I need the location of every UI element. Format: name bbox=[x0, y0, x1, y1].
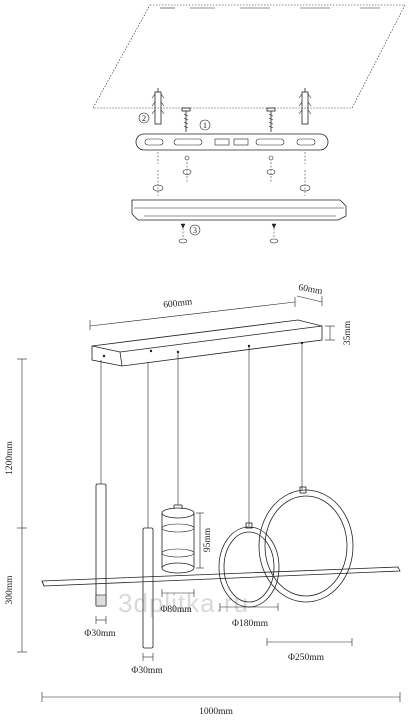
cylinder-diameter-label: Φ80mm bbox=[160, 605, 192, 615]
dim-large-ring-diameter: Φ250mm bbox=[266, 638, 353, 663]
dim-cylinder-height: 95mm bbox=[196, 512, 213, 569]
lamp-canopy bbox=[91, 319, 323, 367]
dim-rod-diameter-left: Φ30mm bbox=[84, 616, 116, 639]
large-ring-diameter-label: Φ250mm bbox=[288, 653, 325, 663]
canopy-length-label: 600mm bbox=[163, 297, 194, 310]
dim-drop-height: 300mm bbox=[5, 575, 15, 605]
dim-total-height: 1200mm bbox=[5, 358, 27, 653]
dim-canopy-height: 35mm bbox=[325, 320, 353, 345]
bracket-hole-markers bbox=[152, 152, 311, 196]
dim-total-width: 1000mm bbox=[41, 692, 401, 717]
mounting-section: 2 1 bbox=[92, 4, 406, 244]
rod-diameter-middle-label: Φ30mm bbox=[131, 666, 163, 676]
dim-canopy-length: 600mm bbox=[89, 297, 296, 330]
wall-plug-right bbox=[298, 88, 312, 125]
ceiling-plane bbox=[92, 4, 406, 109]
large-ring bbox=[258, 486, 354, 603]
canopy-width-label: 60mm bbox=[298, 283, 324, 297]
callout-1: 1 bbox=[199, 119, 211, 131]
canopy-screws bbox=[178, 223, 279, 244]
dim-cylinder-diameter: Φ80mm bbox=[160, 589, 195, 615]
horizontal-light-bar bbox=[41, 566, 401, 587]
callout-3-label: 3 bbox=[193, 226, 197, 235]
vertical-rod-left bbox=[95, 483, 107, 607]
canopy-height-label: 35mm bbox=[343, 320, 353, 345]
vertical-rod-middle bbox=[142, 527, 154, 649]
total-height-label: 1200mm bbox=[5, 441, 15, 475]
dim-rod-diameter-middle: Φ30mm bbox=[131, 653, 163, 676]
canopy-exploded bbox=[131, 199, 347, 221]
callout-3: 3 bbox=[189, 224, 201, 236]
callout-2: 2 bbox=[138, 112, 150, 124]
screw-left bbox=[181, 107, 191, 132]
wall-plug-left bbox=[151, 88, 165, 125]
mounting-bracket bbox=[135, 133, 329, 151]
screw-right bbox=[266, 107, 276, 132]
total-width-label: 1000mm bbox=[199, 707, 233, 717]
cylinder-pendant bbox=[161, 504, 195, 574]
dim-canopy-width: 60mm bbox=[296, 283, 324, 306]
callout-1-label: 1 bbox=[203, 121, 207, 130]
suspension-wires bbox=[100, 343, 303, 528]
small-ring-diameter-label: Φ180mm bbox=[232, 619, 269, 629]
callout-2-label: 2 bbox=[142, 114, 146, 123]
dimension-lines: 600mm 60mm 35mm 1200mm 300mm bbox=[5, 283, 401, 717]
dim-small-ring-diameter: Φ180mm bbox=[219, 603, 279, 629]
cylinder-height-label: 95mm bbox=[203, 527, 213, 552]
rod-diameter-left-label: Φ30mm bbox=[84, 629, 116, 639]
drop-height-label: 300mm bbox=[5, 575, 15, 605]
lamp-assembly bbox=[41, 319, 401, 649]
